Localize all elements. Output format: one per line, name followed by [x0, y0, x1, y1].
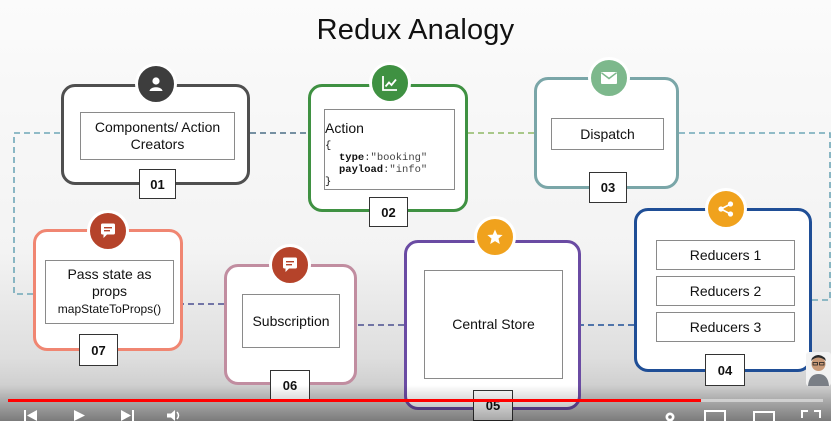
card-central-store: Central Store [404, 240, 581, 410]
card-action-label: Action [325, 120, 364, 136]
code-payload-key: payload [339, 164, 384, 176]
fullscreen-icon[interactable] [799, 410, 823, 421]
share-icon [705, 188, 747, 230]
chat-icon [87, 210, 129, 252]
step-number-01: 01 [139, 169, 176, 199]
play-icon[interactable] [70, 410, 88, 421]
connector-07-01 [13, 132, 61, 295]
card-subscription-label: Subscription [242, 294, 340, 348]
star-icon [474, 216, 516, 258]
user-icon [135, 63, 177, 105]
card-pass-state-box: Pass state as props mapStateToProps() [45, 260, 174, 324]
step-number-06: 06 [270, 370, 310, 400]
step-number-03: 03 [589, 172, 627, 203]
code-type-line: type:"booking" [325, 152, 435, 164]
code-type-key: type [339, 152, 365, 164]
reducers-item-3: Reducers 3 [656, 312, 795, 342]
code-payload-value: :"info" [383, 164, 428, 176]
card-pass-state-label: Pass state as props [67, 266, 152, 299]
step-number-02: 02 [369, 197, 408, 227]
mail-icon [588, 57, 630, 99]
card-pass-state-sublabel: mapStateToProps() [57, 302, 162, 316]
presenter-avatar [806, 352, 831, 386]
skip-forward-icon[interactable] [118, 410, 136, 421]
code-type-value: :"booking" [364, 152, 428, 164]
card-action-box: Action { type:"booking" payload:"info" } [324, 109, 455, 190]
reducers-item-1: Reducers 1 [656, 240, 795, 270]
card-dispatch-label: Dispatch [551, 118, 664, 150]
theater-icon[interactable] [752, 410, 776, 421]
card-pass-state: Pass state as props mapStateToProps() [33, 229, 183, 351]
volume-icon[interactable] [165, 410, 185, 421]
step-number-04: 04 [705, 354, 745, 386]
settings-icon[interactable] [661, 410, 679, 421]
card-central-store-label: Central Store [424, 270, 563, 379]
reducers-item-2: Reducers 2 [656, 276, 795, 306]
code-close-brace: } [325, 176, 332, 188]
card-reducers: Reducers 1 Reducers 2 Reducers 3 [634, 208, 812, 372]
connector-03-04 [679, 132, 831, 301]
progress-bar[interactable] [8, 399, 823, 402]
miniplayer-icon[interactable] [703, 410, 727, 421]
skip-back-icon[interactable] [22, 410, 40, 421]
code-payload-line: payload:"info" [325, 164, 435, 176]
card-components-label: Components/ Action Creators [80, 112, 235, 160]
slide-title: Redux Analogy [316, 14, 515, 46]
action-code: { type:"booking" payload:"info" } [325, 140, 435, 188]
step-number-07: 07 [79, 334, 118, 366]
code-open-brace: { [325, 140, 332, 152]
chat-icon [269, 244, 311, 286]
progress-bar-fill [8, 399, 701, 402]
card-action: Action { type:"booking" payload:"info" } [308, 84, 468, 212]
chart-icon [369, 62, 411, 104]
video-player-controls [0, 385, 831, 421]
